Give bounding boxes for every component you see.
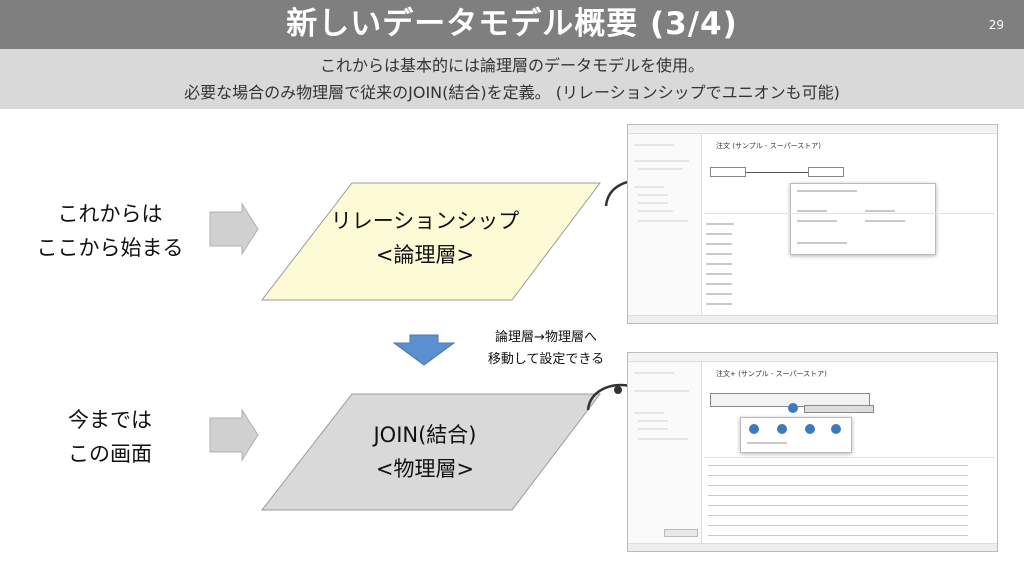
note-line-2: 移動して設定できる: [487, 352, 605, 367]
logical-layer-shape: [260, 182, 602, 301]
logical-layer-line-2: <論理層>: [375, 243, 475, 267]
join-screenshot: 注文+ (サンプル - スーパーストア): [627, 352, 998, 552]
note-line-1: 論理層→物理層へ: [495, 330, 597, 345]
lower-left-text: 今までは この画面: [15, 403, 205, 471]
page-number: 29: [988, 18, 1004, 32]
subtitle-line-2: 必要な場合のみ物理層で従来のJOIN(結合)を定義。 (リレーションシップでユニ…: [184, 83, 840, 102]
join-type-dialog: [740, 417, 852, 453]
data-source-pane: [628, 134, 702, 315]
subtitle-line-1: これからは基本的には論理層のデータモデルを使用。: [319, 56, 704, 75]
physical-layer-label: JOIN(結合) <物理層>: [300, 418, 550, 486]
lower-right-arrow: [209, 408, 259, 462]
lower-left-line-1: 今までは: [68, 408, 152, 432]
upper-left-text: これからは ここから始まる: [15, 197, 205, 265]
physical-layer-line-2: <物理層>: [375, 457, 475, 481]
logical-layer-line-1: リレーションシップ: [330, 209, 520, 233]
physical-layer-shape: [260, 393, 602, 511]
upper-left-line-2: ここから始まる: [36, 236, 184, 260]
subtitle-bar: [0, 49, 1024, 109]
lower-left-line-2: この画面: [68, 442, 152, 466]
physical-data-source-pane: [628, 362, 702, 543]
relationship-dialog: [790, 183, 936, 255]
slide-title: 新しいデータモデル概要 (3/4): [286, 6, 738, 42]
upper-left-line-1: これからは: [57, 202, 163, 226]
relationship-screenshot: 注文 (サンプル - スーパーストア): [627, 124, 998, 324]
upper-canvas-title: 注文 (サンプル - スーパーストア): [716, 142, 822, 150]
lower-curved-arrow-dot: [614, 386, 622, 394]
logical-layer-label: リレーションシップ <論理層>: [300, 204, 550, 272]
layer-switch-note: 論理層→物理層へ 移動して設定できる: [466, 327, 626, 371]
physical-layer-line-1: JOIN(結合): [373, 423, 477, 447]
down-arrow: [392, 334, 456, 366]
upper-right-arrow: [209, 202, 259, 256]
title-bar: [0, 0, 1024, 49]
lower-canvas-title: 注文+ (サンプル - スーパーストア): [716, 370, 827, 378]
